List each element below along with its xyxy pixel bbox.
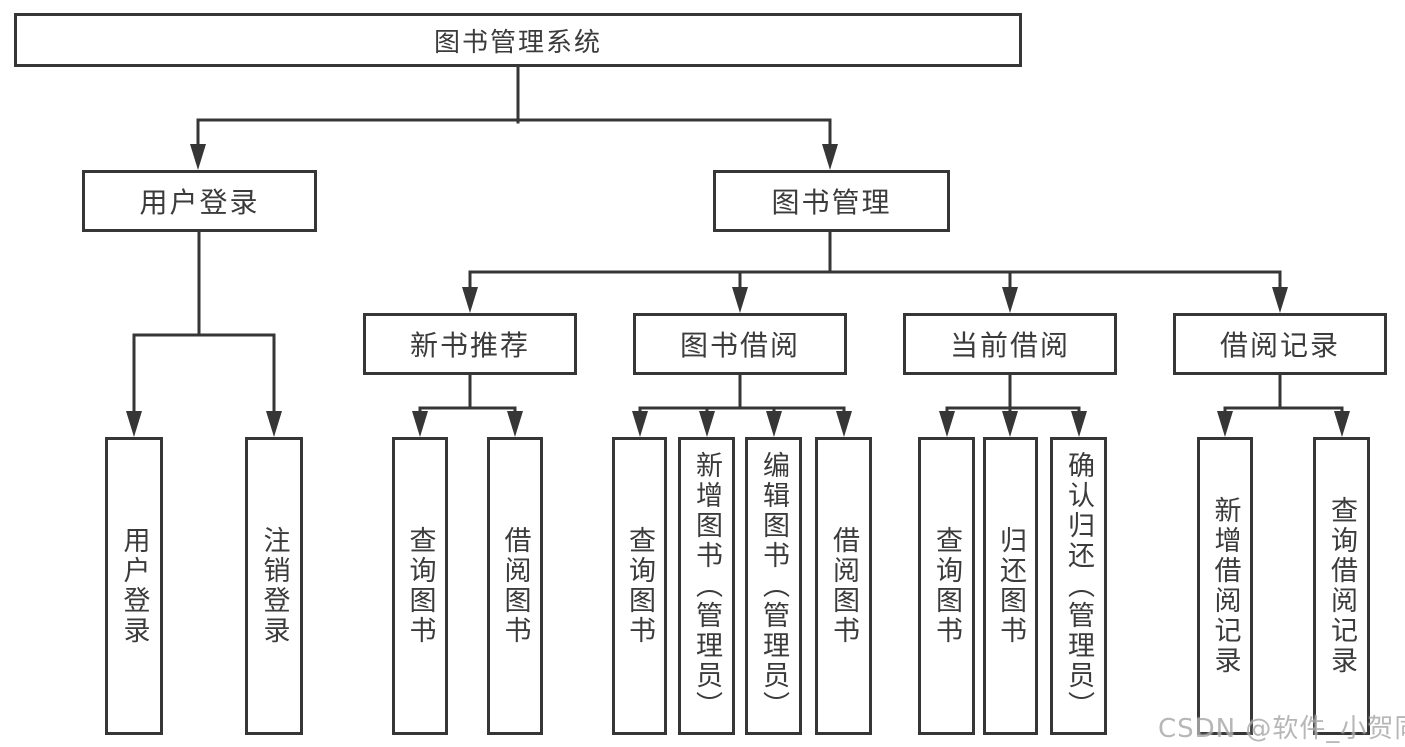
leaf-return-book: 归还图书 [983,437,1038,735]
leaf-query-borrow-record: 查询借阅记录 [1313,437,1370,735]
arrow-down-icon [1002,411,1018,437]
leaf-add-borrow-record: 新增借阅记录 [1197,437,1253,735]
arrow-down-icon [699,411,715,437]
arrow-down-icon [1272,287,1288,313]
leaf-query-book-recommend-label: 查询图书 [404,526,436,646]
arrow-down-icon [1334,411,1350,437]
node-new-book-recommend: 新书推荐 [363,313,577,375]
arrow-down-icon [412,411,428,437]
node-new-book-recommend-label: 新书推荐 [409,329,530,362]
node-user-login: 用户登录 [82,170,317,232]
node-book-management: 图书管理 [713,170,950,232]
node-book-borrow: 图书借阅 [633,313,847,375]
leaf-add-book-admin-label: 新增图书（管理员） [691,451,722,721]
leaf-borrow-book-label: 借阅图书 [828,526,859,646]
arrow-down-icon [632,411,648,437]
leaf-logout-login-label: 注销登录 [258,526,290,646]
arrow-down-icon [836,411,852,437]
node-user-login-label: 用户登录 [139,186,260,219]
leaf-edit-book-admin-label: 编辑图书（管理员） [758,451,789,721]
arrow-down-icon [126,411,142,437]
leaf-borrow-book: 借阅图书 [815,437,872,735]
arrow-down-icon [1002,287,1018,313]
leaf-logout-login: 注销登录 [245,437,303,735]
leaf-query-book-current-label: 查询图书 [931,526,962,646]
leaf-borrow-book-recommend-label: 借阅图书 [499,526,531,646]
arrow-down-icon [507,411,523,437]
leaf-edit-book-admin: 编辑图书（管理员） [745,437,802,735]
leaf-user-login-label: 用户登录 [118,526,150,646]
arrow-down-icon [1071,411,1087,437]
leaf-add-borrow-record-label: 新增借阅记录 [1209,496,1241,676]
node-book-management-label: 图书管理 [771,186,892,219]
leaf-query-borrow-record-label: 查询借阅记录 [1326,496,1357,676]
leaf-query-book-borrow: 查询图书 [612,437,667,735]
arrow-down-icon [266,411,282,437]
arrow-down-icon [766,411,782,437]
leaf-query-book-recommend: 查询图书 [392,437,448,735]
leaf-confirm-return-admin: 确认归还（管理员） [1050,437,1107,735]
node-borrow-records-label: 借阅记录 [1219,329,1340,362]
leaf-return-book-label: 归还图书 [995,526,1026,646]
leaf-confirm-return-admin-label: 确认归还（管理员） [1063,451,1094,721]
arrow-down-icon [732,287,748,313]
leaf-add-book-admin: 新增图书（管理员） [678,437,735,735]
node-library-system-label: 图书管理系统 [433,27,602,58]
node-book-borrow-label: 图书借阅 [679,329,800,362]
csdn-watermark: CSDN @软件_小贺同学 [1158,714,1405,744]
node-library-system: 图书管理系统 [14,13,1022,67]
node-borrow-records: 借阅记录 [1173,313,1387,375]
node-current-borrow: 当前借阅 [903,313,1117,375]
leaf-query-book-current: 查询图书 [918,437,975,735]
arrow-down-icon [822,144,838,170]
arrow-down-icon [939,411,955,437]
node-current-borrow-label: 当前借阅 [949,329,1070,362]
leaf-user-login: 用户登录 [105,437,163,735]
arrow-down-icon [190,144,206,170]
arrow-down-icon [462,287,478,313]
leaf-query-book-borrow-label: 查询图书 [624,526,655,646]
leaf-borrow-book-recommend: 借阅图书 [487,437,543,735]
arrow-down-icon [1217,411,1233,437]
